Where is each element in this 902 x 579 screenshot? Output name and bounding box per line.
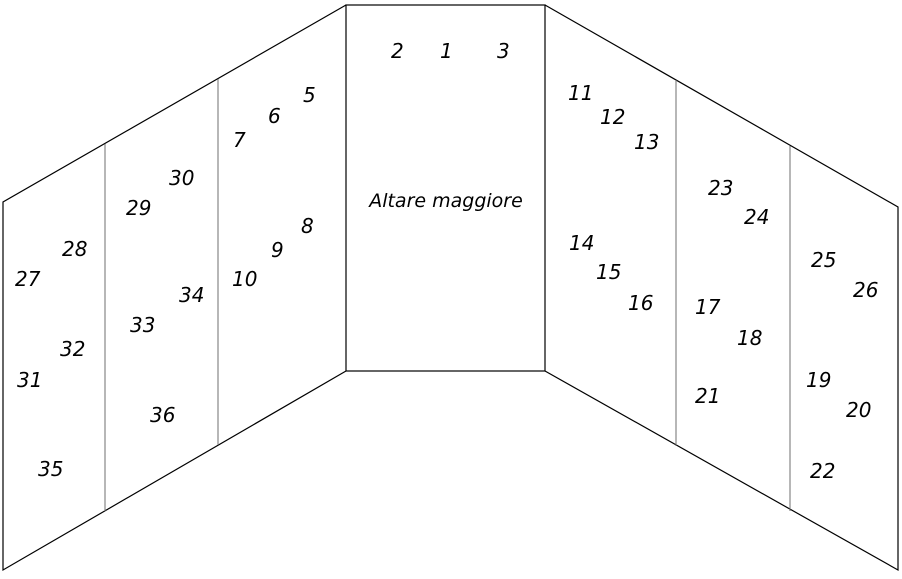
center-altar-area (345, 4, 546, 372)
position-label-6: 6 (268, 104, 281, 128)
position-label-22: 22 (810, 459, 835, 483)
position-label-3: 3 (497, 39, 510, 63)
altar-rectangle (345, 4, 546, 372)
position-label-15: 15 (596, 260, 621, 284)
right-wing (544, 4, 899, 572)
position-label-34: 34 (179, 283, 204, 307)
position-label-18: 18 (737, 326, 762, 350)
position-label-32: 32 (60, 337, 85, 361)
position-label-16: 16 (628, 291, 653, 315)
position-label-30: 30 (169, 166, 194, 190)
position-label-1: 1 (440, 39, 453, 63)
right-numbers: 11 12 13 14 15 16 23 24 17 18 21 25 26 1… (568, 81, 878, 483)
position-label-17: 17 (695, 295, 721, 319)
altar-label: Altare maggiore (367, 190, 523, 212)
position-label-23: 23 (708, 176, 733, 200)
position-label-12: 12 (600, 105, 625, 129)
position-label-28: 28 (62, 237, 87, 261)
position-label-2: 2 (391, 39, 404, 63)
position-label-26: 26 (853, 278, 878, 302)
position-label-21: 21 (695, 384, 720, 408)
position-label-10: 10 (232, 267, 257, 291)
position-label-5: 5 (303, 83, 316, 107)
position-label-35: 35 (38, 457, 63, 481)
position-label-33: 33 (130, 313, 155, 337)
position-label-25: 25 (811, 248, 836, 272)
position-label-27: 27 (15, 267, 41, 291)
position-label-9: 9 (271, 238, 284, 262)
position-label-29: 29 (126, 196, 151, 220)
left-wing-outline (2, 4, 347, 572)
position-label-24: 24 (744, 205, 769, 229)
position-label-13: 13 (634, 130, 659, 154)
right-wing-outline (544, 4, 899, 572)
position-label-19: 19 (806, 368, 831, 392)
position-label-14: 14 (569, 231, 594, 255)
position-label-11: 11 (568, 81, 593, 105)
left-wing (2, 4, 347, 572)
position-label-7: 7 (233, 128, 246, 152)
left-numbers: 5 6 7 8 9 10 30 29 34 33 36 28 27 32 31 … (15, 83, 316, 481)
position-label-8: 8 (301, 214, 314, 238)
position-label-31: 31 (17, 368, 42, 392)
position-label-36: 36 (150, 403, 175, 427)
position-label-20: 20 (846, 398, 871, 422)
center-numbers: 2 1 3 (391, 39, 510, 63)
